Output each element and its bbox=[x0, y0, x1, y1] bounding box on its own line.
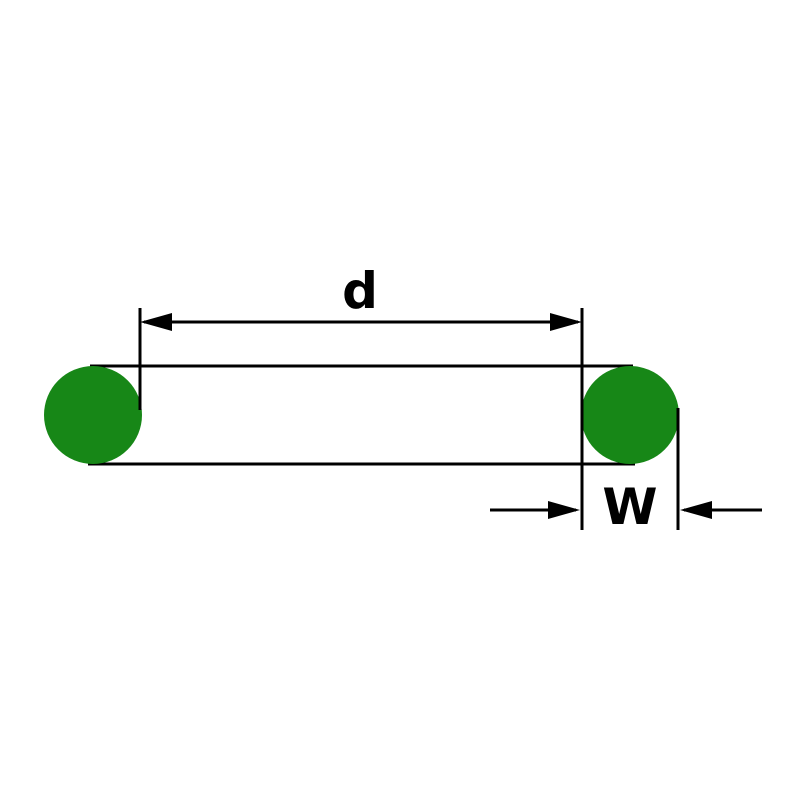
w-right-arrowhead-icon bbox=[680, 501, 712, 519]
w-left-arrowhead-icon bbox=[548, 501, 580, 519]
w-dimension-arrows bbox=[490, 501, 762, 519]
d-left-arrowhead-icon bbox=[140, 313, 172, 331]
left-oring-cross-section bbox=[44, 366, 142, 464]
right-oring-cross-section bbox=[581, 366, 679, 464]
inner-diameter-label: d bbox=[342, 262, 378, 320]
cross-section-width-label: W bbox=[602, 478, 657, 536]
d-dimension-arrow bbox=[140, 313, 582, 331]
d-right-arrowhead-icon bbox=[550, 313, 582, 331]
